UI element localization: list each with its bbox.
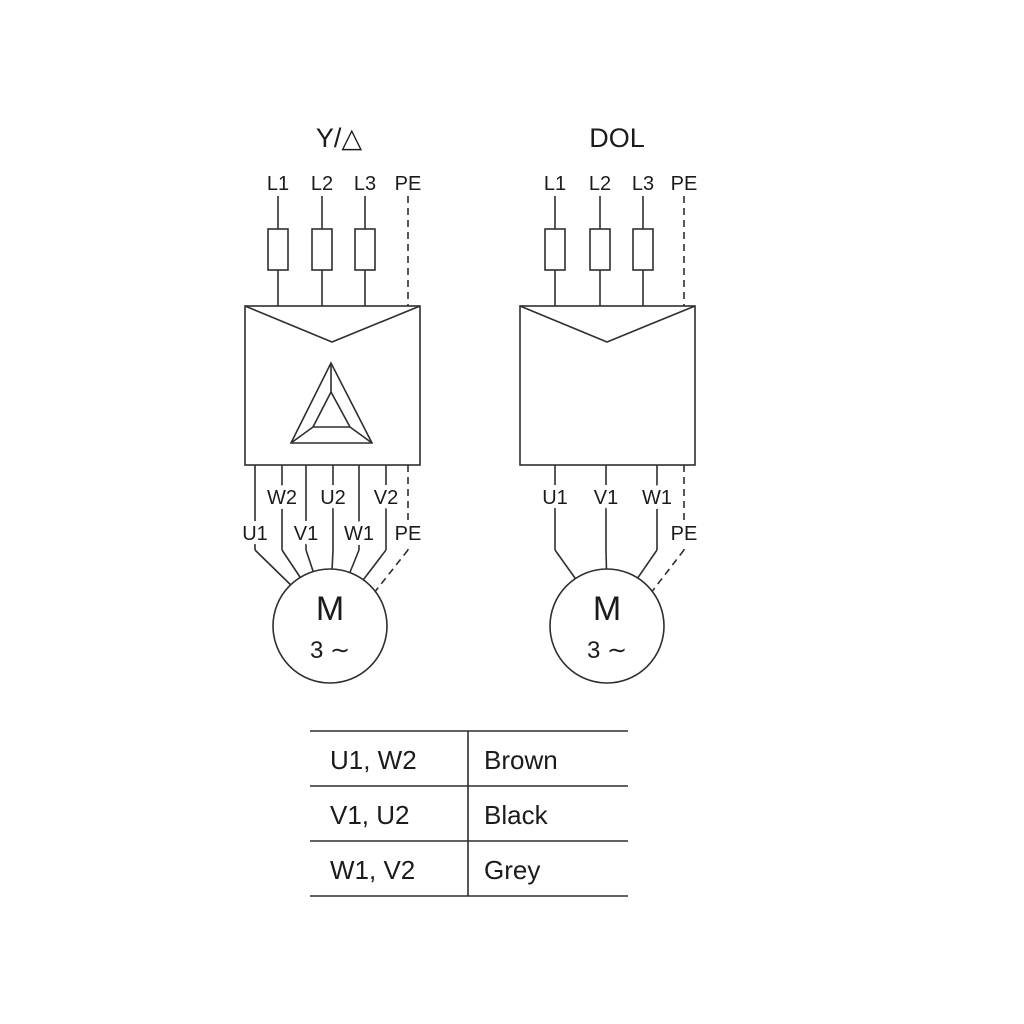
label-pe-top: PE [671,173,698,195]
table-row: U1, W2 Brown [330,745,558,775]
table-cell-terminals: W1, V2 [330,855,415,885]
starter-box [519,305,696,466]
motor-letter: M [316,590,344,628]
label-v1: V1 [594,487,618,509]
fuse-l1 [544,228,566,271]
label-u1: U1 [542,487,568,509]
table-cell-terminals: V1, U2 [330,800,410,830]
fuse-l2 [589,228,611,271]
label-w1: W1 [344,523,374,545]
starter-box [244,305,421,466]
table-cell-color: Grey [484,855,540,885]
table-cell-color: Brown [484,745,558,775]
table-row: W1, V2 Grey [330,855,540,885]
motor-phase: 3 ∼ [587,637,627,664]
motor-circle [549,568,665,684]
table-cell-color: Black [484,800,549,830]
label-l2: L2 [589,173,611,195]
label-u2: U2 [320,487,346,509]
fuse-l2 [311,228,333,271]
box-chevron [244,305,421,343]
label-l2: L2 [311,173,333,195]
motor-phase: 3 ∼ [310,637,350,664]
table-row: V1, U2 Black [330,800,549,830]
delta-symbol-spokes [290,363,373,444]
label-u1: U1 [242,523,268,545]
label-l1: L1 [544,173,566,195]
delta-symbol-outer [289,361,374,444]
label-w1: W1 [642,487,672,509]
motor-circle [272,568,388,684]
lead-pe-slant-dashed [646,549,685,599]
table-cell-terminals: U1, W2 [330,745,417,775]
color-table: U1, W2 Brown V1, U2 Black W1, V2 Grey [310,730,628,897]
star-delta-title: Y/△ [316,123,363,153]
star-delta-diagram: Y/△ L1 L2 L3 PE W2 U2 V2 U1 V1 W1 PE M 3… [237,123,426,684]
delta-symbol-inner [311,390,352,428]
box-chevron [519,305,696,343]
label-pe-bottom: PE [671,523,698,545]
label-v2: V2 [374,487,398,509]
fuse-l3 [354,228,376,271]
dol-diagram: DOL L1 L2 L3 PE U1 V1 W1 PE M 3 ∼ [519,123,702,684]
label-w2: W2 [267,487,297,509]
label-l3: L3 [632,173,654,195]
lead-pe-slant-dashed [369,549,409,599]
label-pe-top: PE [395,173,422,195]
label-v1: V1 [294,523,318,545]
label-l3: L3 [354,173,376,195]
fuse-l3 [632,228,654,271]
motor-letter: M [593,590,621,628]
fuse-l1 [267,228,289,271]
label-pe-bottom: PE [395,523,422,545]
label-l1: L1 [267,173,289,195]
dol-title: DOL [589,123,645,153]
